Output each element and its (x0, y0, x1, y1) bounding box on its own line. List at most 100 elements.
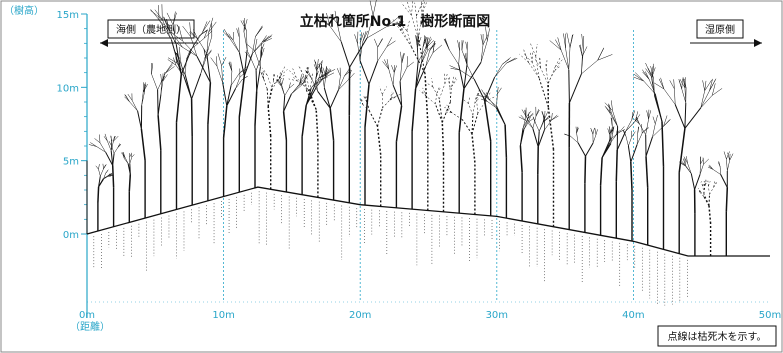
tree-branch (305, 87, 312, 106)
tree (95, 163, 113, 231)
tree-branch (377, 38, 384, 48)
tree-branch (643, 80, 656, 95)
tree-branch (319, 77, 328, 80)
tree-branch (399, 67, 408, 82)
tree-branch (506, 57, 516, 64)
tree-branch (382, 61, 389, 70)
tree-branch (157, 115, 162, 151)
tree-branch (435, 93, 438, 105)
tree-branch (645, 62, 652, 76)
tree-branch (532, 117, 536, 123)
tree-branch (713, 181, 717, 188)
tree-branch (575, 126, 577, 134)
tree-branch (618, 129, 626, 133)
tree-branch (477, 101, 486, 114)
tree-branch (616, 131, 626, 151)
tree-branch (527, 112, 530, 119)
tree-branch (311, 78, 318, 92)
x-tick-label: 0m (79, 310, 95, 321)
tree-branch (547, 107, 555, 150)
tree-branch (420, 47, 428, 64)
tree-branch (611, 100, 613, 111)
tree-branch (191, 32, 203, 50)
tree-branch (418, 38, 426, 74)
tree-branch (399, 63, 403, 82)
tree-branch (323, 87, 331, 109)
tree-branch (615, 149, 618, 182)
tree-branch (128, 174, 132, 192)
left-direction-indicator: 海側（農地側） (100, 19, 198, 47)
tree-branch (443, 73, 446, 84)
x-tick-label: 10m (212, 310, 234, 321)
tree-branch (401, 53, 404, 64)
tree-branch (260, 43, 265, 53)
tree-branch (661, 121, 665, 167)
tree-branch (280, 69, 288, 76)
tree-branch (393, 65, 396, 73)
tree-branch (601, 143, 612, 158)
tree-branch (221, 65, 223, 83)
tree-branch (451, 76, 457, 87)
tree-branch (458, 50, 460, 65)
tree-branch (329, 25, 342, 43)
tree-branch (362, 30, 368, 43)
tree-branch (386, 59, 390, 70)
tree-branch (200, 58, 207, 74)
tree-branch (678, 79, 683, 90)
tree-branch (535, 122, 540, 132)
tree-branch (391, 94, 401, 99)
tree-branch (547, 83, 549, 108)
tree-branch (379, 86, 383, 95)
tree-branch (702, 180, 706, 187)
tree-branch (425, 52, 434, 67)
tree-branch (354, 34, 358, 44)
tree-branch (625, 136, 629, 147)
tree-branch (282, 111, 288, 141)
tree-branch (393, 65, 397, 73)
tree-branch (319, 18, 331, 27)
tree (449, 52, 518, 216)
tree-branch (481, 98, 488, 102)
tree-branch (208, 17, 214, 33)
tree-branch (555, 39, 562, 51)
tree-branch (306, 77, 310, 92)
tree-branch (568, 47, 571, 70)
tree-branch (307, 69, 312, 79)
tree-branch (363, 95, 367, 103)
tree-branch (704, 179, 707, 185)
tree-branch (537, 129, 545, 147)
tree (319, 0, 404, 203)
tree-branch (633, 76, 644, 82)
tree-branch (444, 107, 452, 113)
right-direction-label: 湿原側 (705, 23, 735, 36)
tree-branch (203, 30, 213, 39)
tree-branch (635, 111, 639, 122)
tree-branch (309, 79, 313, 92)
tree-branch (326, 12, 331, 27)
tree-branch (451, 79, 458, 87)
tree-branch (103, 176, 108, 180)
tree-branch (320, 16, 331, 27)
tree-branch (178, 26, 183, 41)
tree-branch (129, 153, 132, 158)
tree-branch (117, 143, 121, 148)
tree-branch (592, 134, 597, 144)
tree-branch (206, 53, 211, 83)
tree-branch (549, 40, 562, 51)
tree-branch (496, 93, 498, 107)
tree-branch (529, 42, 537, 57)
tree-branch (313, 64, 318, 72)
tree-branch (422, 36, 428, 48)
x-tick-label: 20m (349, 310, 371, 321)
tree-branch (416, 33, 420, 45)
tree-branch (681, 89, 687, 103)
tree-branch (324, 69, 336, 75)
tree-branch (702, 80, 705, 91)
tree-branch (729, 153, 734, 161)
tree-branch (271, 80, 274, 91)
tree-branch (708, 186, 710, 195)
tree-branch (684, 158, 686, 166)
tree-branch (236, 28, 240, 38)
tree-branch (131, 154, 135, 158)
tree-branch (635, 72, 644, 82)
